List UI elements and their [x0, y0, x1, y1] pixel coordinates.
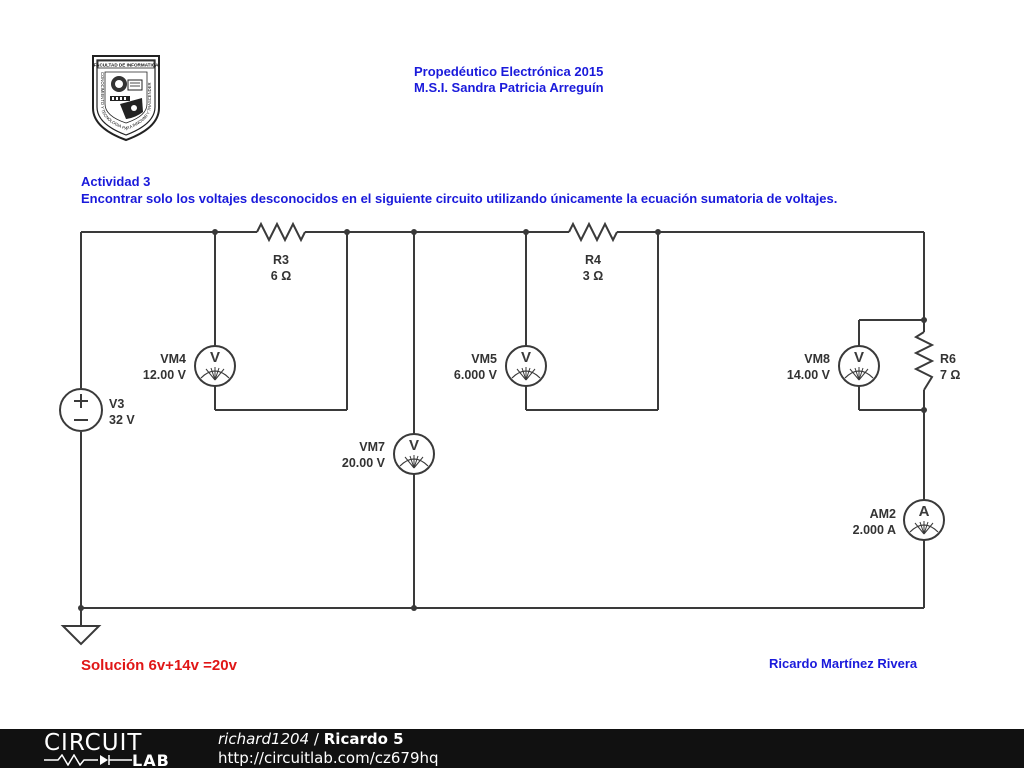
- voltmeter-vm5[interactable]: V: [505, 345, 547, 387]
- logo-top-text: FACULTAD DE INFORMATICA: [94, 63, 159, 68]
- footer-project-name[interactable]: Ricardo 5: [323, 730, 404, 748]
- vm5-value: 6.000 V: [454, 368, 498, 382]
- wires: [80, 231, 925, 626]
- resistor-r3[interactable]: [256, 221, 306, 243]
- v3-value: 32 V: [109, 413, 135, 427]
- r4-value: 3 Ω: [583, 269, 603, 283]
- activity-title: Actividad 3: [81, 174, 150, 189]
- junction-dots: [78, 229, 927, 611]
- circuitlab-logo[interactable]: CIRCUIT LAB: [40, 730, 180, 770]
- footer-username[interactable]: richard1204: [218, 730, 310, 748]
- v3-name: V3: [109, 397, 124, 411]
- activity-instruction: Encontrar solo los voltajes desconocidos…: [81, 191, 837, 206]
- r3-value: 6 Ω: [271, 269, 291, 283]
- r6-name: R6: [940, 352, 956, 366]
- voltage-source-v3[interactable]: [59, 388, 103, 432]
- vm4-value: 12.00 V: [143, 368, 187, 382]
- resistor-r4[interactable]: [568, 221, 618, 243]
- vm7-value: 20.00 V: [342, 456, 386, 470]
- logo-waveform-icon: [44, 754, 132, 766]
- am2-symbol: A: [919, 503, 930, 520]
- logo-lab-text: LAB: [132, 751, 170, 770]
- circuit-canvas: FACULTAD DE INFORMATICA CONOCIMIENTO Y T…: [59, 55, 960, 674]
- vm4-symbol: V: [210, 349, 220, 366]
- am2-value: 2.000 A: [853, 523, 896, 537]
- logo-circuit-text: CIRCUIT: [44, 730, 143, 756]
- vm7-name: VM7: [359, 440, 385, 454]
- ammeter-am2[interactable]: A: [903, 499, 945, 541]
- r6-value: 7 Ω: [940, 368, 960, 382]
- author-name: Ricardo Martínez Rivera: [769, 656, 918, 671]
- footer-bar: CIRCUIT LAB richard1204 / Ricardo 5 http…: [0, 729, 1024, 770]
- vm8-name: VM8: [804, 352, 830, 366]
- vm7-symbol: V: [409, 437, 419, 454]
- solution-text: Solución 6v+14v =20v: [81, 657, 238, 674]
- r4-name: R4: [585, 253, 601, 267]
- voltmeter-vm8[interactable]: V: [838, 345, 880, 387]
- vm5-symbol: V: [521, 349, 531, 366]
- voltmeter-vm7[interactable]: V: [393, 433, 435, 475]
- voltmeter-vm4[interactable]: V: [194, 345, 236, 387]
- course-title: Propedéutico Electrónica 2015: [414, 64, 603, 79]
- footer-title: richard1204 / Ricardo 5: [218, 730, 404, 748]
- vm5-name: VM5: [471, 352, 497, 366]
- ground-icon[interactable]: [60, 625, 102, 646]
- faculty-logo: FACULTAD DE INFORMATICA CONOCIMIENTO Y T…: [92, 55, 160, 142]
- resistor-r6[interactable]: [913, 331, 935, 391]
- r3-name: R3: [273, 253, 289, 267]
- teacher-name: M.S.I. Sandra Patricia Arreguín: [414, 80, 604, 95]
- footer-separator: /: [309, 730, 324, 748]
- vm4-name: VM4: [160, 352, 186, 366]
- vm8-value: 14.00 V: [787, 368, 831, 382]
- footer-url[interactable]: http://circuitlab.com/cz679hq: [218, 749, 439, 767]
- am2-name: AM2: [870, 507, 896, 521]
- vm8-symbol: V: [854, 349, 864, 366]
